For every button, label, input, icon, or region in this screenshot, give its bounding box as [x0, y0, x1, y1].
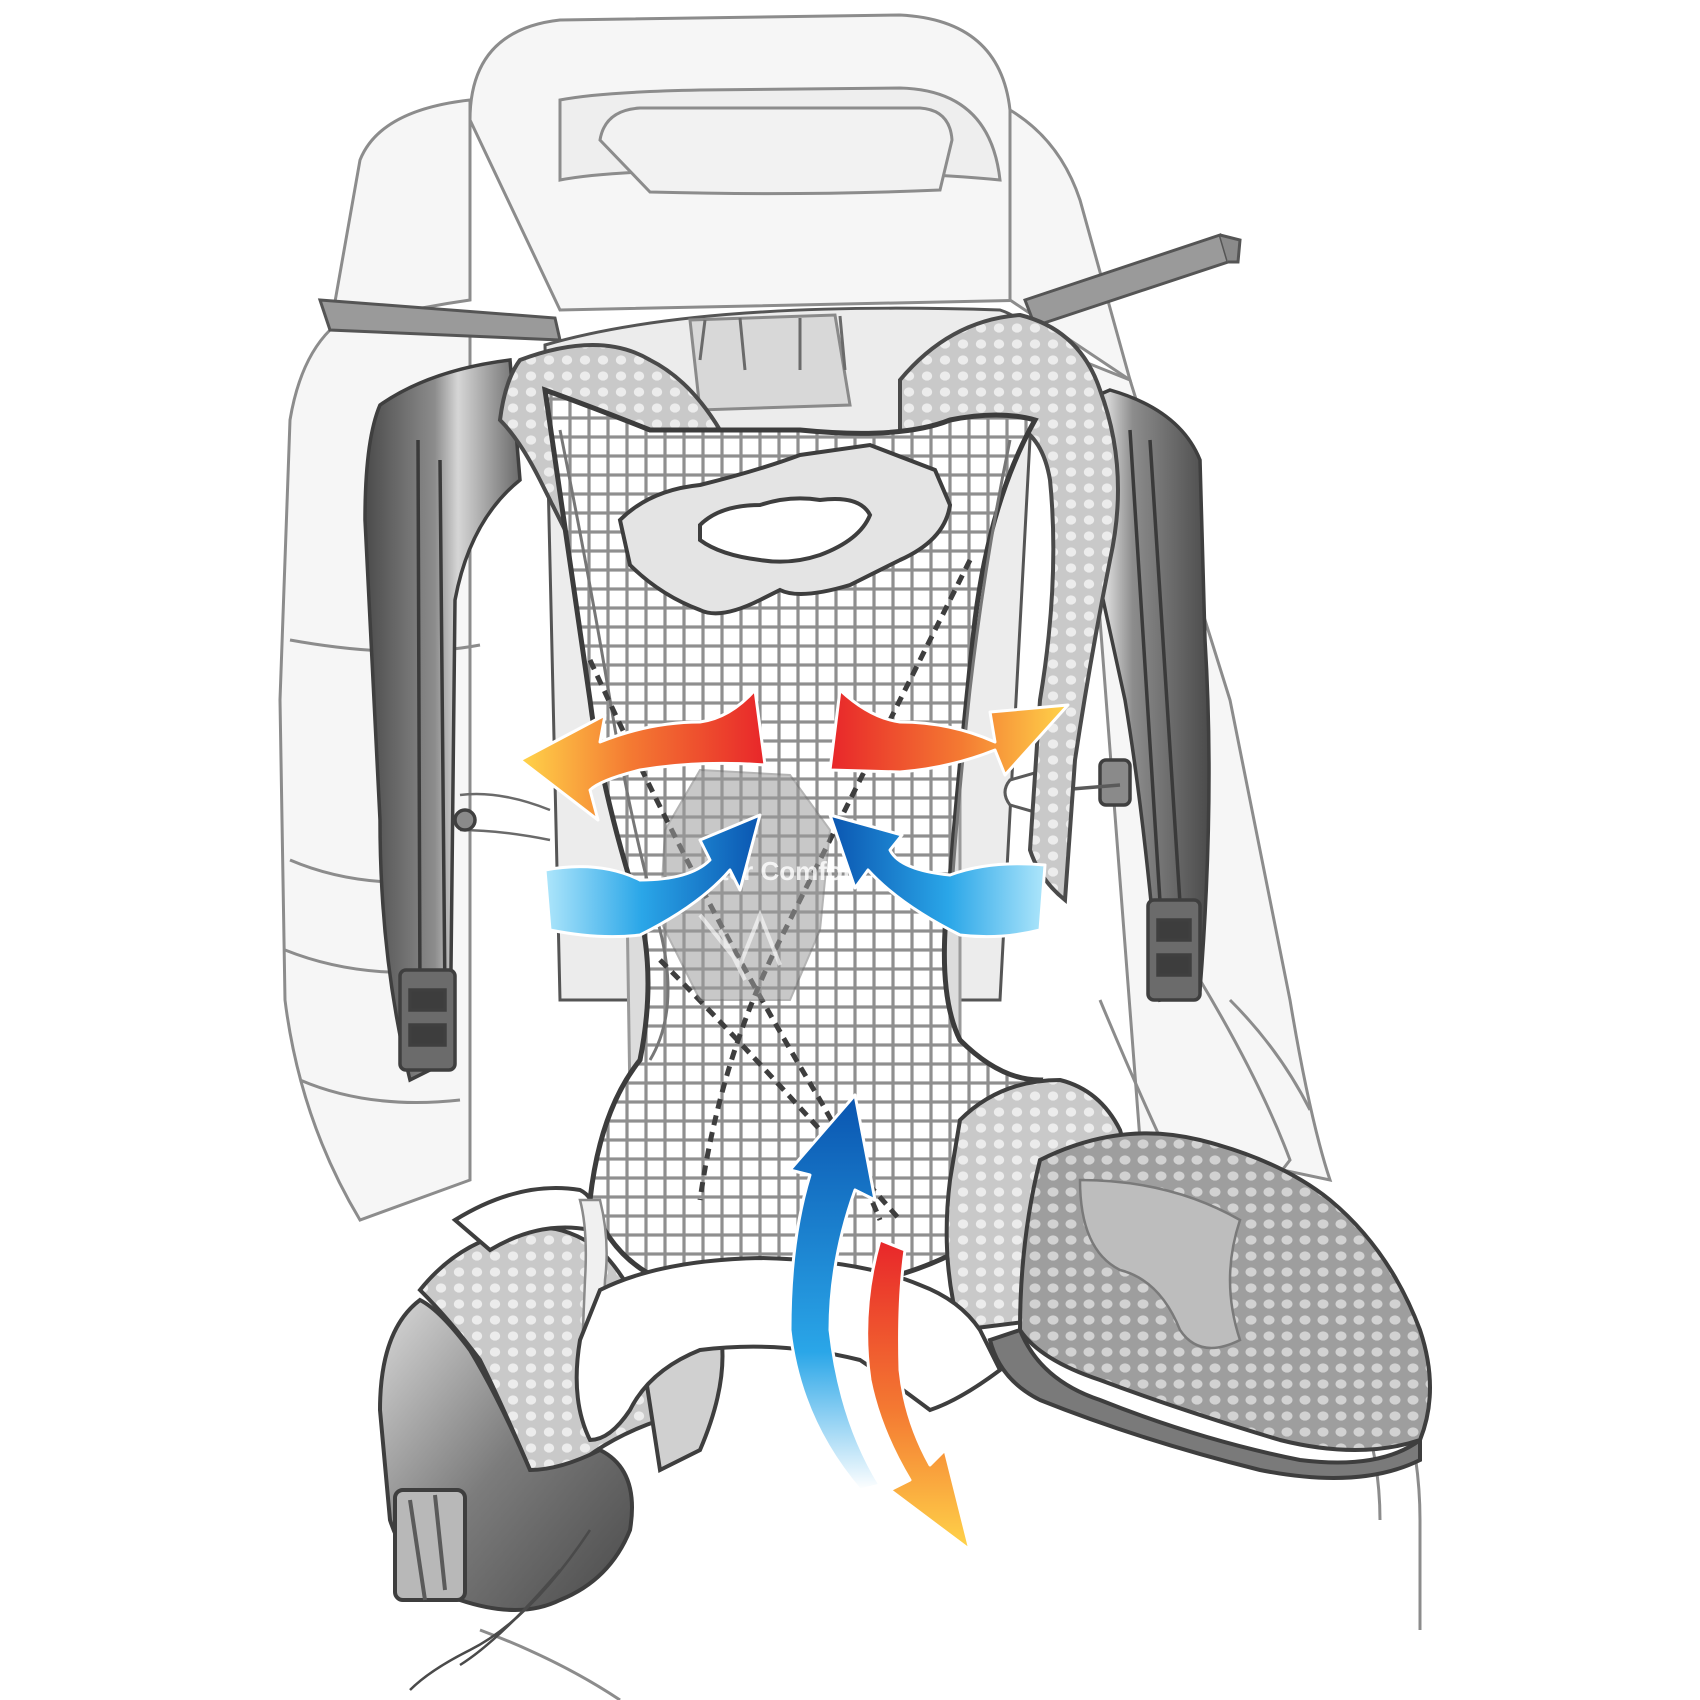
hip-belt-right [944, 1077, 1432, 1480]
warm-air-arrow-left [518, 688, 767, 822]
cool-air-arrow-left [543, 813, 762, 939]
hip-belt-left [377, 1186, 725, 1691]
bungee-cords [587, 558, 973, 1222]
warm-air-arrow-bottom [865, 1238, 972, 1552]
shoulder-strap-right [1037, 388, 1211, 1003]
shoulder-strap-left [363, 358, 551, 1083]
warm-air-arrow-right [828, 688, 1070, 777]
cool-air-arrow-bottom [788, 1093, 882, 1492]
cool-air-arrow-right [828, 813, 1047, 939]
sternum-plate [617, 442, 953, 616]
